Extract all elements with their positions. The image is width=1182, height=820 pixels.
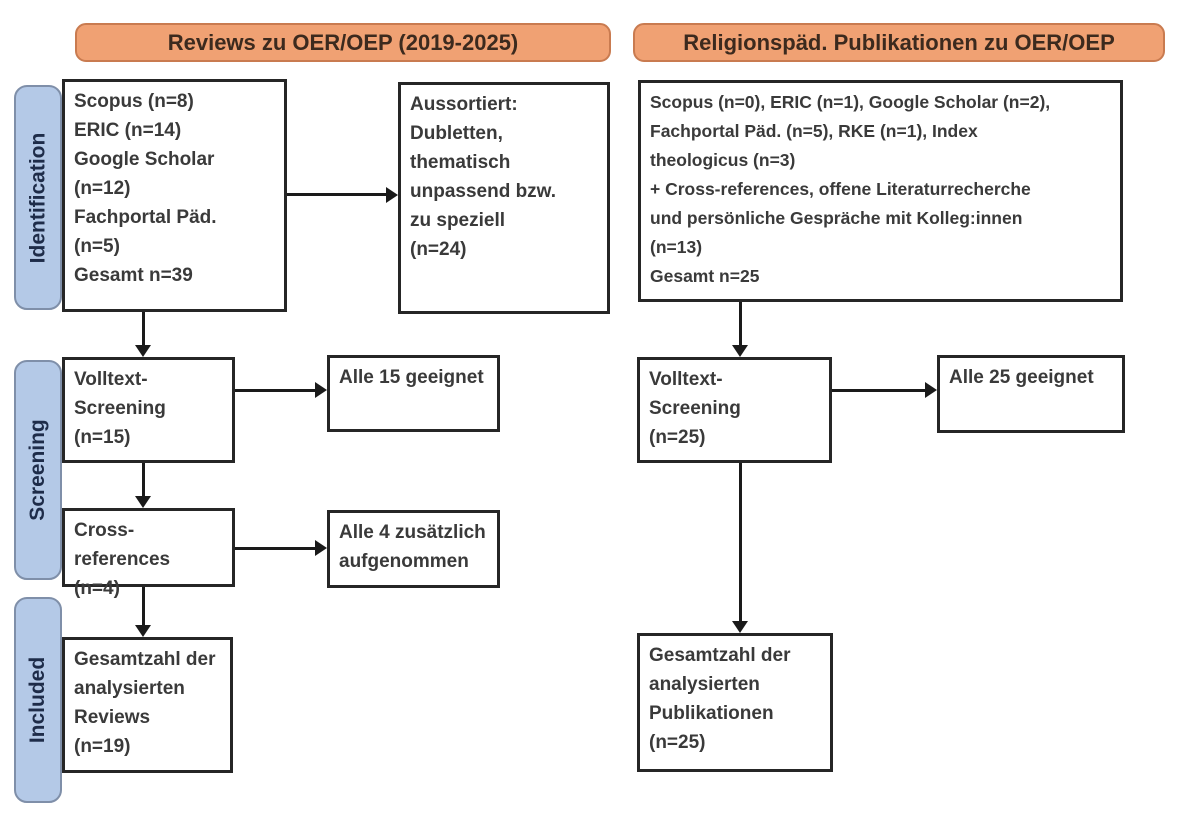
- arrow-volltext-to-alle25-head: [925, 382, 937, 398]
- stage-label-screening-text: Screening: [26, 419, 50, 521]
- arrow-crossref-to-alle4-head: [315, 540, 327, 556]
- arrow-volltext-to-alle15-head: [315, 382, 327, 398]
- column-header-religionspaed: Religionspäd. Publikationen zu OER/OEP: [633, 23, 1165, 62]
- arrow-sources-to-aussortiert-line: [287, 193, 387, 196]
- flow-box-aussortiert: Aussortiert: Dubletten, thematisch unpas…: [398, 82, 610, 314]
- flow-box-right-sources: Scopus (n=0), ERIC (n=1), Google Scholar…: [638, 80, 1123, 302]
- arrow-crossref-to-included-line: [141, 587, 145, 626]
- stage-label-identification-text: Identification: [26, 132, 50, 263]
- stage-label-identification: Identification: [14, 85, 62, 310]
- arrow-right-sources-to-volltext-head: [732, 345, 748, 357]
- flow-box-left-sources: Scopus (n=8) ERIC (n=14) Google Scholar …: [62, 79, 287, 312]
- arrow-volltext-to-crossref-head: [135, 496, 151, 508]
- arrow-volltext-to-included-right-line: [738, 463, 742, 622]
- flow-box-cross-references: Cross-references (n=4): [62, 508, 235, 599]
- arrow-volltext-to-alle25-line: [832, 388, 926, 392]
- flow-box-alle-15-geeignet: Alle 15 geeignet: [327, 355, 500, 432]
- flow-box-volltext-screening-right: Volltext- Screening (n=25): [637, 357, 832, 463]
- arrow-crossref-to-alle4-line: [235, 546, 316, 550]
- arrow-left-sources-to-volltext-line: [141, 312, 145, 346]
- column-header-reviews: Reviews zu OER/OEP (2019-2025): [75, 23, 611, 62]
- stage-label-included: Included: [14, 597, 62, 803]
- stage-label-screening: Screening: [14, 360, 62, 580]
- flow-box-volltext-screening-left: Volltext- Screening (n=15): [62, 357, 235, 463]
- arrow-volltext-to-crossref-line: [141, 463, 145, 497]
- arrow-left-sources-to-volltext-head: [135, 345, 151, 357]
- flow-box-gesamtzahl-reviews: Gesamtzahl der analysierten Reviews (n=1…: [62, 637, 233, 773]
- arrow-right-sources-to-volltext-line: [738, 302, 742, 346]
- arrow-volltext-to-included-right-head: [732, 621, 748, 633]
- arrow-sources-to-aussortiert-head: [386, 186, 398, 203]
- flow-box-gesamtzahl-publikationen: Gesamtzahl der analysierten Publikatione…: [637, 633, 833, 772]
- arrow-crossref-to-included-head: [135, 625, 151, 637]
- flow-box-alle-25-geeignet: Alle 25 geeignet: [937, 355, 1125, 433]
- arrow-volltext-to-alle15-line: [235, 388, 316, 392]
- flow-box-alle-4-aufgenommen: Alle 4 zusätzlich aufgenommen: [327, 510, 500, 588]
- stage-label-included-text: Included: [26, 656, 49, 744]
